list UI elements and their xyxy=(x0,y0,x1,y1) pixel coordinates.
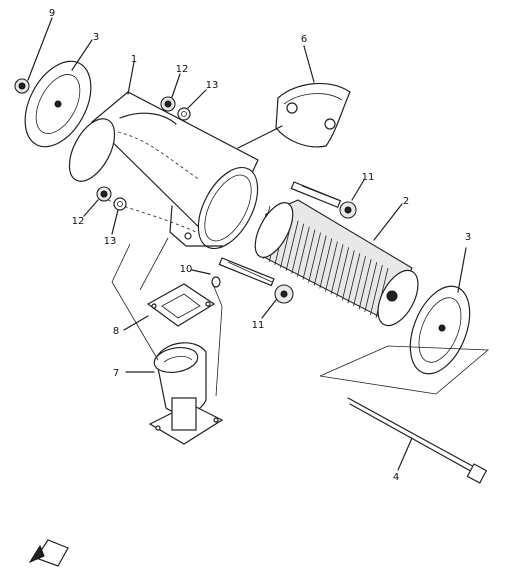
leader-1 xyxy=(127,61,135,95)
leader-2 xyxy=(373,203,403,241)
callout-10: 11 xyxy=(252,320,265,331)
element-rib xyxy=(341,250,355,301)
callout-3-left: 3 xyxy=(93,32,99,43)
leader-11 xyxy=(351,179,365,201)
element-rib xyxy=(308,232,321,283)
bolt-part-11 xyxy=(290,181,357,219)
leader-13a xyxy=(187,89,207,109)
element-rib xyxy=(291,223,305,274)
element-rib xyxy=(285,220,299,271)
callout-7: 7 xyxy=(113,368,119,379)
callout-12-lower: 12 xyxy=(72,216,85,227)
element-rib xyxy=(296,226,310,277)
element-rib xyxy=(313,235,327,286)
callout-12-upper: 12 xyxy=(176,64,189,75)
leader-5 xyxy=(27,17,53,81)
gasket-part-8 xyxy=(146,283,216,327)
element-rib xyxy=(319,238,333,289)
leader-3a xyxy=(71,39,93,71)
filter-element-part-2 xyxy=(254,199,419,327)
callout-5: 9 xyxy=(49,8,55,19)
callout-11: 11 xyxy=(362,172,375,183)
callout-4: 4 xyxy=(393,472,399,483)
nut-washer-lower-part-12-13 xyxy=(96,186,127,211)
muffler-body-part-1 xyxy=(68,91,259,250)
element-rib xyxy=(364,262,378,313)
nut-washer-upper-part-12-13 xyxy=(160,96,191,121)
leader-13b xyxy=(111,209,119,235)
leader-12a xyxy=(171,73,181,98)
end-cap-right-part-3 xyxy=(409,285,471,375)
callout-9: 10 xyxy=(180,264,193,275)
assembly-guide-lines xyxy=(111,237,490,397)
callout-1: 1 xyxy=(131,54,137,65)
element-rib xyxy=(336,247,350,298)
leader-10 xyxy=(261,299,277,319)
element-rib xyxy=(330,244,344,295)
nut-part-5 xyxy=(14,78,30,94)
bolt-part-10 xyxy=(218,257,294,304)
callout-13-upper: 13 xyxy=(206,80,219,91)
element-rib xyxy=(369,264,383,316)
leader-3b xyxy=(457,247,467,293)
end-cap-left-part-3 xyxy=(24,60,92,148)
leader-9 xyxy=(191,269,211,275)
element-rib xyxy=(353,256,366,307)
element-rib xyxy=(358,259,372,310)
callout-2: 2 xyxy=(403,196,409,207)
heat-shield-part-6 xyxy=(275,82,351,148)
callout-6: 6 xyxy=(301,34,307,45)
leader-6b xyxy=(237,125,283,149)
leader-6 xyxy=(303,45,315,83)
exhaust-elbow-part-7 xyxy=(148,342,224,445)
callout-13-lower: 13 xyxy=(104,236,117,247)
front-arrow-icon xyxy=(28,539,69,567)
leader-12b xyxy=(83,199,99,217)
element-rib xyxy=(325,241,338,292)
element-rib xyxy=(347,253,361,304)
callout-8: 8 xyxy=(113,326,119,337)
leader-4 xyxy=(397,437,413,471)
element-rib xyxy=(302,229,316,280)
callout-3-right: 3 xyxy=(465,232,471,243)
long-bolt-part-4 xyxy=(347,397,488,484)
